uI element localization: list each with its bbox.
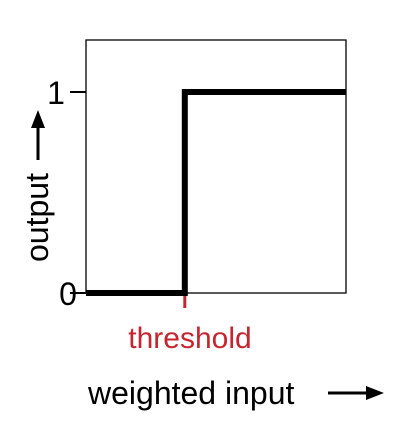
y-tick-label-1: 1 bbox=[47, 75, 65, 111]
x-axis-label: weighted input bbox=[87, 375, 294, 411]
plot-frame bbox=[85, 39, 347, 294]
threshold-label: threshold bbox=[128, 322, 251, 355]
step-function-line bbox=[86, 89, 346, 296]
y-axis-label: output bbox=[19, 173, 55, 262]
y-axis-arrow-icon bbox=[31, 110, 45, 160]
y-tick-label-0: 0 bbox=[59, 276, 77, 312]
x-axis-arrow-icon bbox=[328, 386, 384, 400]
